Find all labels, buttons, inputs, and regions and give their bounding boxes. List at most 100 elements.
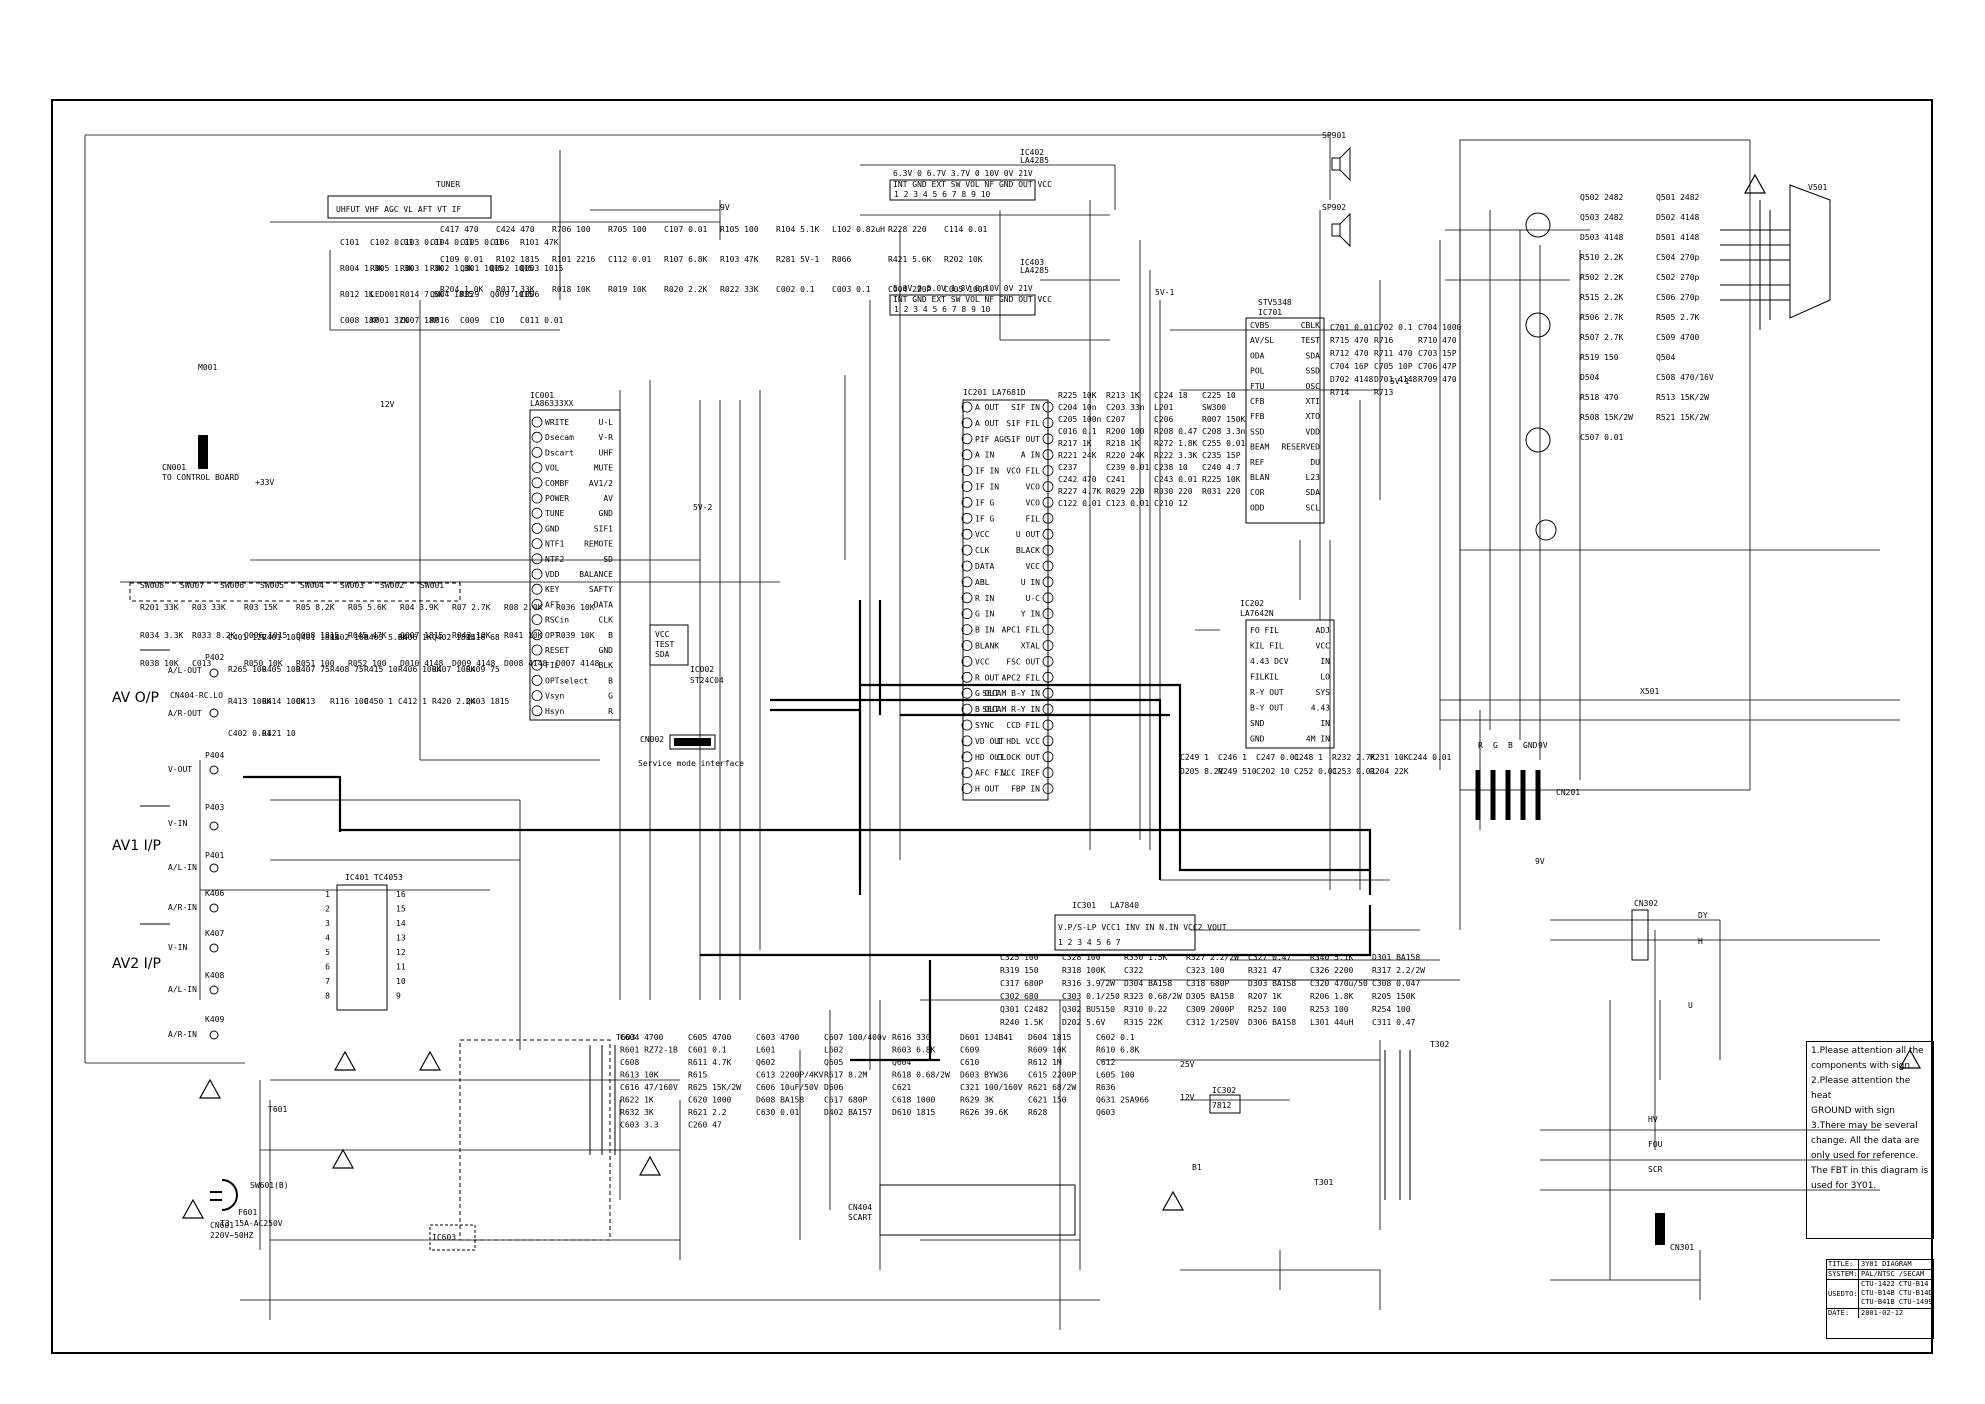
svg-text:CN601: CN601	[210, 1221, 234, 1230]
ic-pin-marker	[1042, 449, 1054, 461]
svg-text:A/R-OUT: A/R-OUT	[168, 709, 202, 718]
cn201-connector	[1475, 770, 1541, 820]
component-ref: R052 100	[348, 659, 387, 668]
component-ref: C311 0.47	[1372, 1018, 1416, 1027]
component-ref: C402 0.01	[228, 729, 272, 738]
ic403: IC403 LA4285 5.0V 0 5.0V 1.8V 0 10V 0V 2…	[889, 258, 1052, 316]
ic-pin-label: BLANK	[975, 642, 999, 651]
component-ref: R019 10K	[608, 285, 647, 294]
ic-pin-label: B IN	[975, 626, 994, 635]
component-ref: R618 0.68/2W	[892, 1071, 950, 1080]
ic-pin-label: B	[608, 676, 613, 685]
component-ref: R319 150	[1000, 966, 1039, 975]
ic-pin-label: BEAM	[1250, 443, 1269, 452]
ic-pin-marker	[531, 599, 543, 610]
component-ref: Q603	[1096, 1108, 1115, 1117]
svg-text:1 2 3 4 5 6 7: 1 2 3 4 5 6 7	[1058, 938, 1121, 947]
ic-pin-label: CFB	[1250, 397, 1265, 406]
component-ref: C253 0.01	[1332, 767, 1376, 776]
ic-pin-marker	[1042, 608, 1054, 620]
component-ref: Q006 1015	[244, 631, 288, 640]
ic-pin-label: SSD	[1306, 367, 1321, 376]
component-ref: C123 0.01	[1106, 499, 1150, 508]
component-ref: C252 0.01	[1294, 767, 1338, 776]
component-ref: R240 1.5K	[1000, 1018, 1044, 1027]
svg-text:B1: B1	[1192, 1163, 1202, 1172]
ic-pin-label: VOL	[545, 464, 560, 473]
ic-pin-label: FFB	[1250, 412, 1265, 421]
component-ref: R04 3.9K	[400, 603, 439, 612]
cn404-connector: CN404 SCART	[848, 1184, 1076, 1236]
component-ref: R402 100	[330, 633, 369, 642]
component-ref: R327 2.2/2W	[1186, 953, 1239, 962]
note-line: 1.Please attention all the	[1811, 1046, 1924, 1056]
component-ref: D608 BA158	[756, 1096, 804, 1105]
component-ref: R506 2.7K	[1580, 313, 1624, 322]
component-ref: R405 100	[262, 665, 301, 674]
ic-pin-label: VCO FIL	[1006, 467, 1040, 476]
component-ref: Q504	[1656, 353, 1675, 362]
component-ref: R220 24K	[1106, 451, 1145, 460]
component-ref: R272 1.8K	[1154, 439, 1198, 448]
ic-pin-marker	[531, 659, 543, 671]
note-line: used for 3Y01.	[1811, 1181, 1877, 1191]
svg-text:+33V: +33V	[255, 478, 274, 487]
component-ref: R709 470	[1418, 375, 1457, 384]
svg-text:SP902: SP902	[1322, 203, 1346, 212]
ic-pin-marker	[1042, 481, 1054, 492]
component-ref: D606	[824, 1083, 843, 1092]
cn301-connector: CN301	[1655, 1213, 1694, 1252]
ic-pin-marker	[961, 449, 973, 461]
ic-pin-label: ODD	[1250, 503, 1265, 512]
ic401-pin: 4	[325, 934, 330, 943]
component-ref: C106	[490, 238, 509, 247]
component-ref: Q003 1015	[520, 264, 564, 273]
speaker-sp902: SP902	[1322, 203, 1351, 248]
ic-pin-marker	[531, 629, 543, 641]
ic-pin-label: CVBS	[1250, 321, 1269, 330]
ic-pin-label: TEST	[1301, 336, 1320, 345]
component-ref: R416 68	[466, 633, 500, 642]
ic-pin-label: VDD	[1306, 427, 1321, 436]
component-ref: C208 3.3n	[1202, 427, 1246, 436]
component-ref: R318 100K	[1062, 966, 1106, 975]
ic-pin-marker	[531, 538, 543, 549]
component-ref: C502 270p	[1656, 273, 1700, 282]
wiring	[84, 134, 1900, 1330]
ic-pin-marker	[961, 719, 973, 731]
ic-pin-label: VCC	[1026, 562, 1041, 571]
ic-pin-label: POWER	[545, 494, 569, 503]
crt-v501: V501	[1720, 183, 1831, 330]
ic-pin-label: 4.43	[1311, 704, 1330, 713]
ic-pin-label: U OUT	[1016, 530, 1040, 539]
component-ref: C203 33n	[1106, 403, 1145, 412]
component-ref: C317 680P	[1000, 979, 1044, 988]
ic-pin-label: R	[608, 707, 613, 716]
ic-pin-marker	[1042, 433, 1054, 445]
tuner-module: TUNER UHFUT VHF AGC VL AFT VT IF	[327, 180, 492, 219]
component-ref: C608	[620, 1058, 639, 1067]
component-ref: C704 1000	[1418, 323, 1462, 332]
component-ref: C702 0.1	[1374, 323, 1413, 332]
component-ref: R621 2.2	[688, 1108, 727, 1117]
svg-text:LA4285: LA4285	[1020, 156, 1049, 165]
component-ref: C309 2000P	[1186, 1005, 1234, 1014]
ic-pin-label: R-Y OUT	[1250, 688, 1284, 697]
component-ref: C704 16P	[1330, 362, 1369, 371]
ic-pin-marker	[531, 492, 543, 504]
component-ref: R507 2.7K	[1580, 333, 1624, 342]
component-ref: R104 5.1K	[776, 225, 820, 234]
ic-pin-label: VCO	[1026, 483, 1041, 492]
ic-pin-marker	[1042, 401, 1054, 413]
component-ref: C122 0.01	[1058, 499, 1102, 508]
component-ref: R254 100	[1372, 1005, 1411, 1014]
ic-pin-label: SYS	[1316, 688, 1331, 697]
component-ref: R029 220	[1106, 487, 1145, 496]
svg-text:CN404-RC.LO: CN404-RC.LO	[170, 691, 223, 700]
